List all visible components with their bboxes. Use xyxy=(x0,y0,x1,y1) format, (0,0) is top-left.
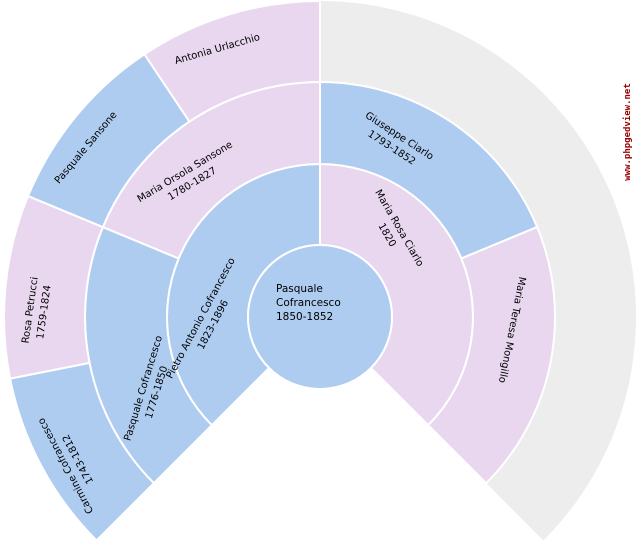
fan-segment-great-grandfather-1[interactable] xyxy=(9,361,155,542)
fan-segment-unknown-ancestors xyxy=(320,1,637,541)
fan-segment-great-grandmother-1[interactable] xyxy=(3,195,104,380)
fan-segment-maternal-grandmother[interactable] xyxy=(427,226,556,485)
watermark: www.phpgedview.net xyxy=(623,83,633,181)
fan-segment-maternal-grandfather[interactable] xyxy=(319,81,539,260)
fan-center-root[interactable] xyxy=(247,244,393,390)
fan-segment-great-grandmother-2[interactable] xyxy=(143,0,321,123)
fan-segment-great-grandfather-2[interactable] xyxy=(27,53,191,229)
